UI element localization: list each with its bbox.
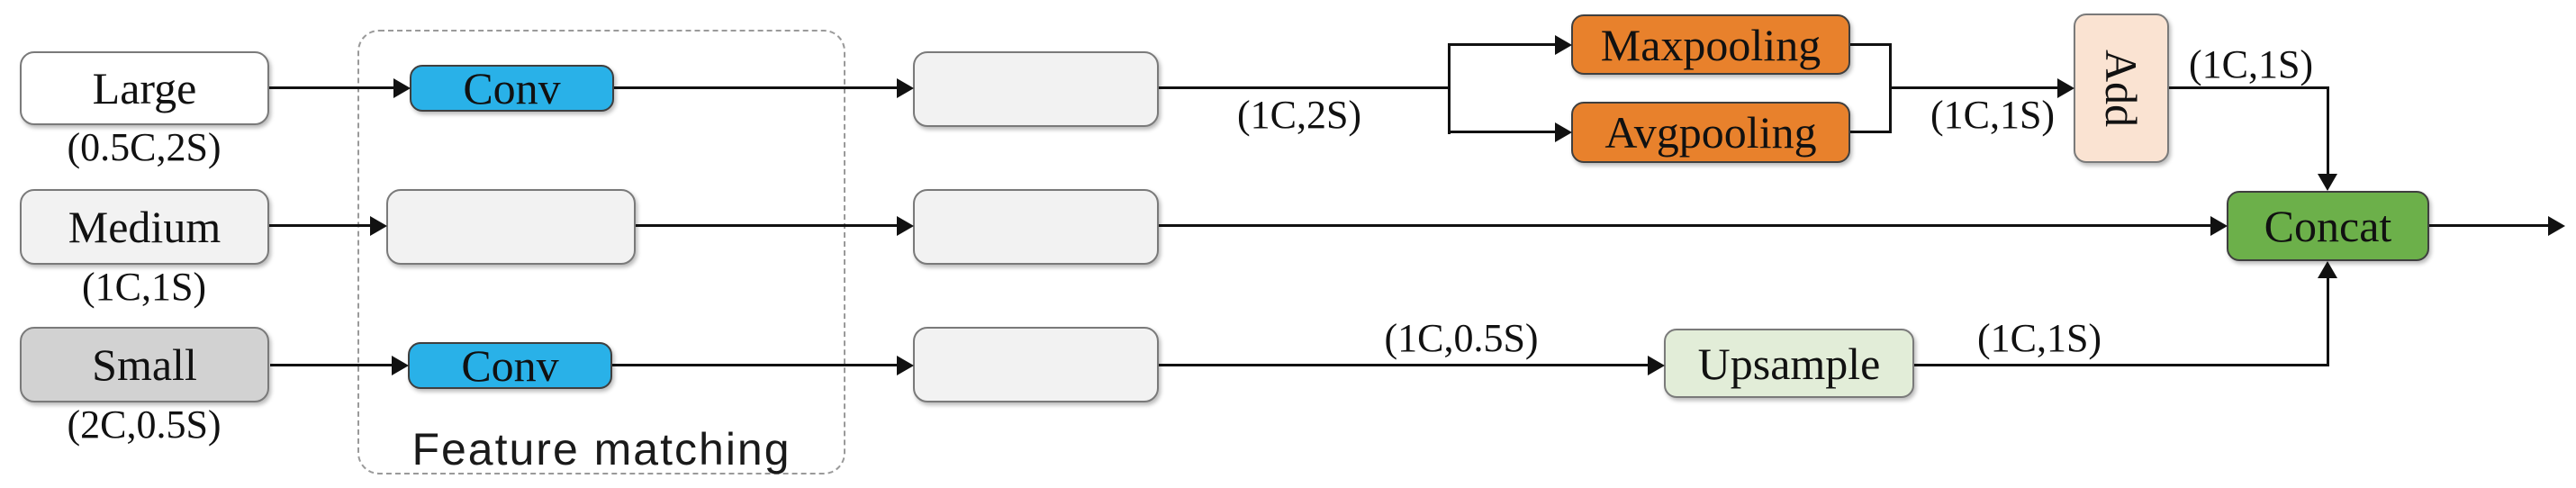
maxpooling-box: Maxpooling: [1571, 14, 1850, 75]
edge-split-avgpool: [1450, 131, 1555, 133]
conv-box-bottom: Conv: [408, 342, 612, 389]
edge-label-1c1s-before-add: (1C,1S): [1930, 93, 2056, 137]
edge-label-1c2s: (1C,2S): [1236, 93, 1362, 137]
avgpooling-box: Avgpooling: [1571, 102, 1850, 163]
edge-featbox3-upsample: [1159, 364, 1648, 366]
conv-bottom-label: Conv: [461, 340, 559, 391]
split-vertical: [1448, 43, 1451, 134]
arrowhead: [2318, 174, 2337, 191]
arrowhead: [2548, 216, 2565, 236]
arrowhead: [392, 356, 409, 375]
feature-matching-container: [357, 30, 845, 474]
edge-merge-add: [1891, 86, 2057, 89]
edge-elbow-concat-top: [2327, 86, 2329, 175]
arrowhead: [897, 356, 914, 375]
input-label-medium: Medium: [68, 202, 221, 252]
feature-box-row2-b: [913, 189, 1159, 265]
conv-box-top: Conv: [410, 65, 614, 112]
arrowhead: [1648, 356, 1665, 375]
feature-box-row2-a: [386, 189, 636, 265]
arrowhead: [897, 216, 914, 236]
edge-featbox2b-concat: [1159, 224, 2210, 227]
add-box: Add: [2074, 14, 2169, 163]
edge-label-1c1s-after-upsample: (1C,1S): [1976, 316, 2102, 360]
edge-label-1c05s: (1C,0.5S): [1384, 316, 1539, 360]
feature-matching-label: Feature matching: [411, 424, 791, 474]
arrowhead: [370, 216, 387, 236]
edge-elbow-concat-bottom: [2327, 277, 2329, 366]
edge-concat-output: [2429, 224, 2548, 227]
arrowhead: [1555, 35, 1572, 55]
edge-medium-featbox: [269, 224, 370, 227]
input-box-small: Small: [20, 327, 269, 402]
edge-maxpool-merge: [1850, 43, 1892, 46]
edge-label-1c1s-after-add: (1C,1S): [2188, 42, 2314, 86]
input-label-small: Small: [92, 339, 197, 390]
arrowhead: [2210, 216, 2228, 236]
maxpooling-label: Maxpooling: [1600, 19, 1821, 70]
feature-box-row1: [913, 51, 1159, 127]
feature-box-row3: [913, 327, 1159, 402]
concat-label: Concat: [2264, 201, 2392, 251]
arrowhead: [393, 78, 411, 98]
merge-vertical: [1889, 43, 1892, 133]
edge-conv-featbox3: [612, 364, 897, 366]
input-sublabel-medium: (1C,1S): [81, 265, 207, 309]
edge-featbox1-split: [1159, 86, 1451, 89]
avgpooling-label: Avgpooling: [1604, 107, 1817, 158]
arrowhead: [1555, 122, 1572, 142]
edge-split-maxpool: [1450, 43, 1555, 46]
input-label-large: Large: [92, 63, 197, 113]
input-sublabel-small: (2C,0.5S): [67, 402, 221, 447]
edge-small-conv: [270, 364, 392, 366]
edge-featbox2a-featbox2b: [636, 224, 897, 227]
conv-top-label: Conv: [463, 63, 561, 113]
arrowhead: [897, 78, 914, 98]
add-label: Add: [2096, 49, 2147, 128]
arrowhead: [2318, 261, 2337, 278]
input-box-medium: Medium: [20, 189, 269, 265]
edge-large-conv: [269, 86, 393, 89]
upsample-box: Upsample: [1664, 329, 1914, 398]
edge-upsample-elbow: [1914, 364, 2328, 366]
arrowhead: [2057, 78, 2074, 98]
edge-add-elbow: [2169, 86, 2328, 89]
input-sublabel-large: (0.5C,2S): [67, 125, 221, 169]
edge-conv-featbox1: [614, 86, 897, 89]
edge-avgpool-merge: [1850, 131, 1892, 133]
input-box-large: Large: [20, 51, 269, 125]
upsample-label: Upsample: [1697, 338, 1881, 389]
concat-box: Concat: [2227, 191, 2429, 261]
